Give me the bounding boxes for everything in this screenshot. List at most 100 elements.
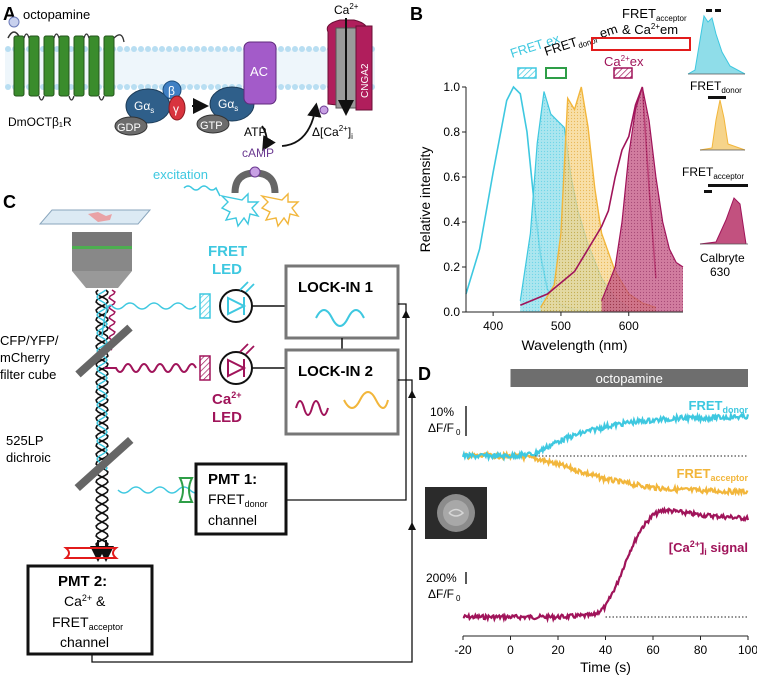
delta-ca-label: Δ[Ca2+]i bbox=[312, 124, 353, 141]
octopamine-bar-label: octopamine bbox=[596, 371, 663, 386]
fret-led-label-1: FRET bbox=[208, 243, 247, 260]
cell-image-thumbnail bbox=[425, 487, 487, 539]
lockin-1-label: LOCK-IN 1 bbox=[298, 279, 373, 296]
label-fret-acceptor: FRETacceptor bbox=[677, 466, 749, 483]
legend-acceptor-em-swatch bbox=[591, 37, 691, 51]
y-tick-label: 0.6 bbox=[443, 170, 460, 184]
trace-line bbox=[461, 410, 750, 463]
pmt2-label-3: FRETacceptor bbox=[52, 614, 123, 632]
pmt2-wire bbox=[91, 379, 413, 663]
camp-label: cAMP bbox=[242, 146, 274, 160]
y-tick-label: 1.0 bbox=[443, 80, 460, 94]
x-tick-label: -20 bbox=[454, 643, 472, 657]
lipid-head bbox=[131, 84, 137, 90]
dichroic-mirror bbox=[74, 436, 134, 492]
lipid-head bbox=[306, 46, 312, 52]
lipid-head bbox=[152, 46, 158, 52]
gdp-label: GDP bbox=[117, 122, 141, 134]
excitation-wave bbox=[183, 185, 221, 197]
specimen-cell bbox=[88, 212, 112, 222]
lipid-head bbox=[215, 84, 221, 90]
spectrum-area bbox=[540, 87, 656, 312]
y-tick-label: 0.0 bbox=[443, 305, 460, 319]
y-axis-label: Relative intensity bbox=[417, 147, 433, 253]
ca-top-label: Ca2+ bbox=[334, 2, 359, 17]
lipid-head bbox=[229, 46, 235, 52]
lipid-head bbox=[5, 84, 11, 90]
lipid-head bbox=[138, 46, 144, 52]
pmt1-label-3: channel bbox=[208, 512, 257, 528]
x-tick-label: 400 bbox=[483, 319, 503, 333]
lipid-head bbox=[201, 46, 207, 52]
spectrum-line bbox=[601, 86, 684, 302]
lipid-head bbox=[138, 84, 144, 90]
lipid-head bbox=[145, 46, 151, 52]
lipid-head bbox=[285, 84, 291, 90]
atp-label: ATP bbox=[244, 125, 266, 139]
x-tick-label: 500 bbox=[551, 319, 571, 333]
inset-donor-label: FRETdonor bbox=[690, 79, 742, 95]
panel-b: B FRET ex FRETdonor em FRETacceptor & Ca… bbox=[410, 4, 748, 353]
dichroic-label-2: dichroic bbox=[6, 450, 51, 465]
g-alpha-right: Gαs bbox=[218, 97, 238, 113]
panel-label-c: C bbox=[3, 192, 16, 212]
scale-bar-bottom-unit: ΔF/F bbox=[428, 587, 454, 601]
panel-label-b: B bbox=[410, 4, 423, 24]
lipid-head bbox=[173, 46, 179, 52]
filter-cube-label-1: CFP/YFP/ bbox=[0, 333, 59, 348]
lockin-2-label: LOCK-IN 2 bbox=[298, 363, 373, 380]
adenylyl-cyclase: AC bbox=[243, 41, 277, 105]
octopamine-molecule bbox=[8, 16, 20, 28]
scale-bar-top-sub: 0 bbox=[456, 428, 461, 437]
y-tick-label: 0.4 bbox=[443, 215, 460, 229]
cnga2-label: CNGA2 bbox=[360, 63, 371, 98]
pmt2-label-2: Ca2+ & bbox=[64, 593, 106, 609]
lipid-head bbox=[299, 84, 305, 90]
panel-a: A octopamine DmOCTβ₁R Gαs bbox=[3, 2, 375, 228]
legend-fret-ex-swatch bbox=[517, 67, 537, 79]
x-tick-label: 600 bbox=[619, 319, 639, 333]
scale-bar-top-unit: ΔF/F bbox=[428, 421, 454, 435]
pmt2-label-1: PMT 2: bbox=[58, 573, 107, 590]
x-tick-label: 40 bbox=[599, 643, 613, 657]
scale-bar-bottom-sub: 0 bbox=[456, 594, 461, 603]
legend-ca-ex: Ca2+ex bbox=[604, 54, 644, 69]
lipid-head bbox=[124, 84, 130, 90]
y-tick-label: 0.2 bbox=[443, 260, 460, 274]
fret-led-label-2: LED bbox=[212, 261, 242, 278]
g-gamma: γ bbox=[173, 102, 179, 116]
pmt2-label-4: channel bbox=[60, 634, 109, 650]
fret-led-icon bbox=[219, 281, 286, 323]
cnga2-channel: CNGA2 bbox=[319, 18, 373, 116]
lipid-head bbox=[194, 84, 200, 90]
panel-label-d: D bbox=[418, 364, 431, 384]
lipid-head bbox=[187, 84, 193, 90]
lipid-head bbox=[320, 84, 326, 90]
inset-acceptor: FRETacceptor bbox=[682, 99, 748, 193]
lipid-head bbox=[278, 84, 284, 90]
filter-cube-mirror bbox=[75, 324, 133, 378]
scale-bar-bottom-value: 200% bbox=[426, 571, 457, 585]
spectrum-area bbox=[601, 87, 683, 312]
g-alpha-active: Gαs GTP bbox=[196, 86, 255, 134]
pmt1-label-1: PMT 1: bbox=[208, 471, 257, 488]
pmt2-box: PMT 2: Ca2+ & FRETacceptor channel bbox=[26, 564, 154, 656]
fret-excitation-filter bbox=[199, 293, 211, 319]
lipid-head bbox=[278, 46, 284, 52]
x-tick-label: 20 bbox=[551, 643, 565, 657]
inset-calbryte-label-1: Calbryte bbox=[700, 251, 745, 265]
lipid-head bbox=[180, 84, 186, 90]
lipid-head bbox=[145, 84, 151, 90]
objective-lens bbox=[72, 232, 132, 288]
pmt1-emission-filter bbox=[178, 477, 194, 503]
receptor-dmoctb1r: DmOCTβ₁R bbox=[7, 31, 125, 129]
x-tick-label: 100 bbox=[738, 643, 757, 657]
inset-acceptor-label: FRETacceptor bbox=[682, 165, 744, 181]
fret-led-beam bbox=[101, 302, 197, 337]
lipid-head bbox=[306, 84, 312, 90]
ca-led-icon bbox=[219, 343, 286, 385]
lipid-head bbox=[292, 84, 298, 90]
x-axis-label: Wavelength (nm) bbox=[521, 337, 627, 353]
